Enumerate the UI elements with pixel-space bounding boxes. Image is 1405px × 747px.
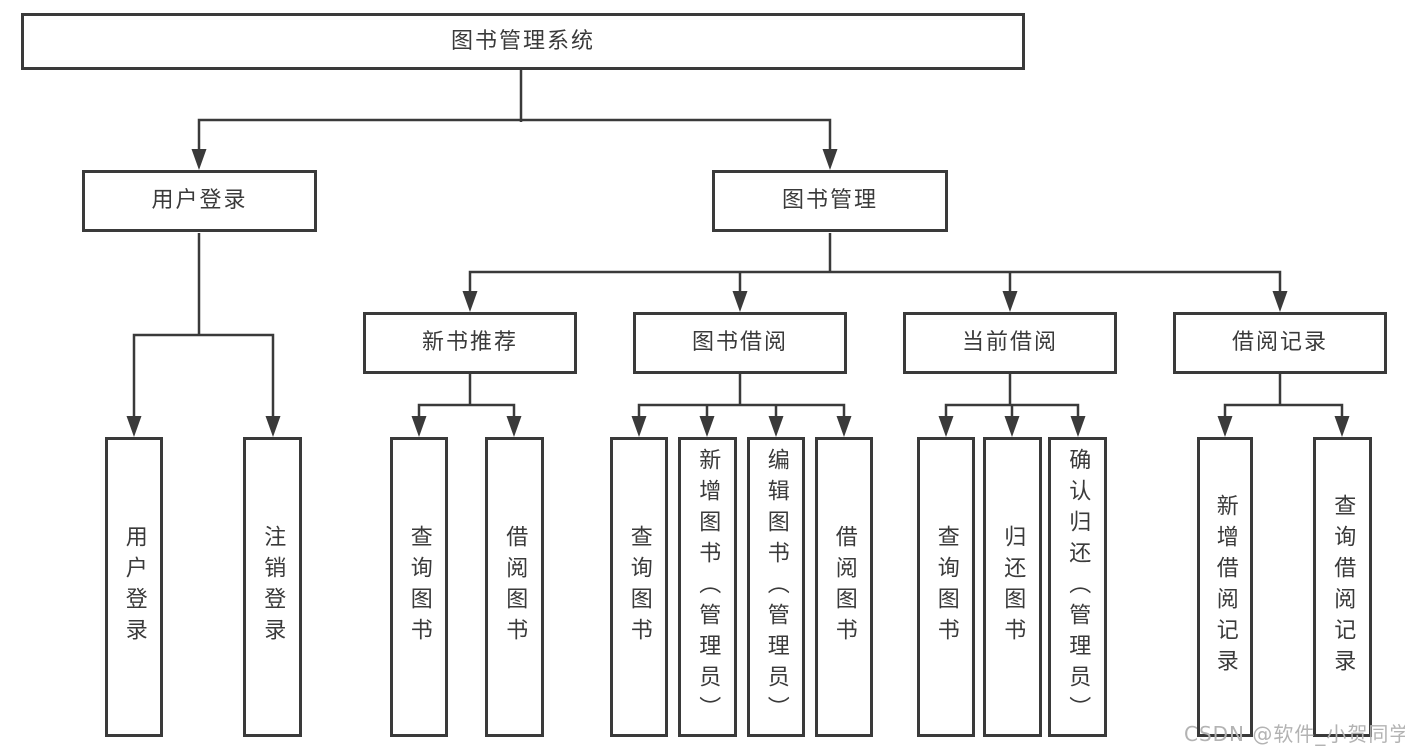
node-leaf-query-books-1: 查询图书 bbox=[390, 437, 448, 737]
node-leaf-edit-books-admin: 编辑图书（管理员） bbox=[747, 437, 805, 737]
arrowheads bbox=[126, 149, 1350, 437]
node-user-login: 用户登录 bbox=[82, 170, 317, 232]
node-book-management: 图书管理 bbox=[712, 170, 948, 232]
node-leaf-add-books-admin: 新增图书（管理员） bbox=[678, 437, 737, 737]
node-leaf-confirm-return-admin: 确认归还（管理员） bbox=[1048, 437, 1107, 737]
node-leaf-return-books: 归还图书 bbox=[983, 437, 1042, 737]
node-leaf-borrow-books-2: 借阅图书 bbox=[815, 437, 873, 737]
node-root-system: 图书管理系统 bbox=[21, 13, 1025, 70]
node-leaf-add-borrow-record: 新增借阅记录 bbox=[1197, 437, 1253, 737]
node-leaf-query-books-2: 查询图书 bbox=[610, 437, 668, 737]
node-leaf-logout: 注销登录 bbox=[243, 437, 302, 737]
node-book-borrow: 图书借阅 bbox=[633, 312, 847, 374]
watermark: CSDN @软件_小贺同学 bbox=[1184, 722, 1405, 746]
node-borrow-records: 借阅记录 bbox=[1173, 312, 1387, 374]
node-leaf-query-borrow-record: 查询借阅记录 bbox=[1313, 437, 1372, 737]
node-new-book-recommend: 新书推荐 bbox=[363, 312, 577, 374]
node-leaf-user-login: 用户登录 bbox=[105, 437, 163, 737]
node-current-borrow: 当前借阅 bbox=[903, 312, 1117, 374]
node-leaf-query-books-3: 查询图书 bbox=[917, 437, 975, 737]
node-leaf-borrow-books-1: 借阅图书 bbox=[485, 437, 544, 737]
